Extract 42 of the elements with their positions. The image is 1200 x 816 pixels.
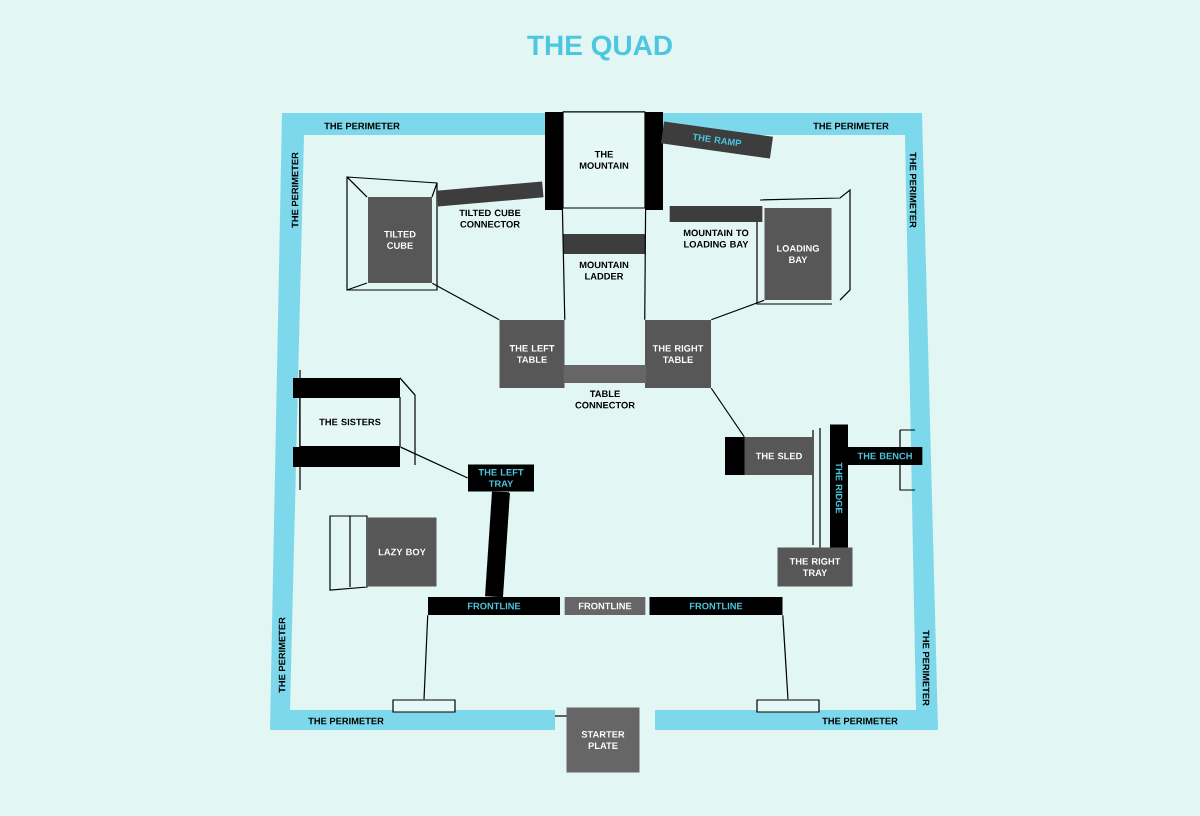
ramp-bar: THE RAMP — [661, 121, 773, 159]
starter-plate: STARTER PLATE — [566, 707, 640, 773]
node-label: THE BENCH — [857, 452, 912, 460]
connector-line — [423, 614, 429, 700]
wall-label: THE PERIMETER — [308, 717, 384, 725]
ridge-bar: THE RIDGE — [830, 424, 848, 552]
table-box: THE RIGHT TABLE — [645, 320, 711, 388]
connector-bar: TABLE CONNECTOR — [563, 365, 647, 409]
obstacle-box: LAZY BOY — [367, 517, 437, 587]
connector-line — [561, 208, 566, 321]
platform-box: THE MOUNTAIN — [562, 111, 646, 209]
connector-bar: TILTED CUBE CONNECTOR — [436, 181, 544, 228]
platform-box — [756, 699, 820, 713]
sled-box: THE SLED — [744, 437, 814, 475]
support-bar — [485, 491, 510, 598]
wall-label: THE PERIMETER — [822, 717, 898, 725]
connector-line — [710, 387, 745, 438]
obstacle-box: THE SISTERS — [299, 396, 401, 448]
wall-label: THE PERIMETER — [909, 152, 917, 228]
obstacle-box: TILTED CUBE — [368, 197, 432, 283]
wall-label: THE PERIMETER — [278, 617, 286, 693]
obstacle-box: LOADING BAY — [764, 208, 832, 300]
connector-line — [710, 299, 765, 321]
tray-box: THE RIGHT TRAY — [777, 547, 853, 587]
title: THE QUAD — [527, 35, 672, 61]
tray-box: THE LEFT TRAY — [468, 464, 534, 492]
platform-box — [392, 699, 456, 713]
wall-label: THE PERIMETER — [324, 122, 400, 130]
connector-line — [782, 614, 789, 700]
node-label: MOUNTAIN TO LOADING BAY — [683, 229, 749, 248]
node-label: TABLE CONNECTOR — [575, 390, 635, 409]
connector-bar: MOUNTAIN TO LOADING BAY — [669, 206, 763, 248]
connector-line — [400, 446, 469, 479]
ladder-bar: MOUNTAIN LADDER — [563, 234, 645, 280]
node-label: MOUNTAIN LADDER — [579, 261, 629, 280]
wall-label: THE PERIMETER — [922, 630, 930, 706]
connector-line — [644, 208, 647, 321]
connector-line — [431, 282, 500, 321]
wall-label: THE PERIMETER — [291, 152, 299, 228]
node-label: TILTED CUBE CONNECTOR — [459, 209, 521, 228]
table-box: THE LEFT TABLE — [499, 320, 565, 388]
wall-label: THE PERIMETER — [813, 122, 889, 130]
